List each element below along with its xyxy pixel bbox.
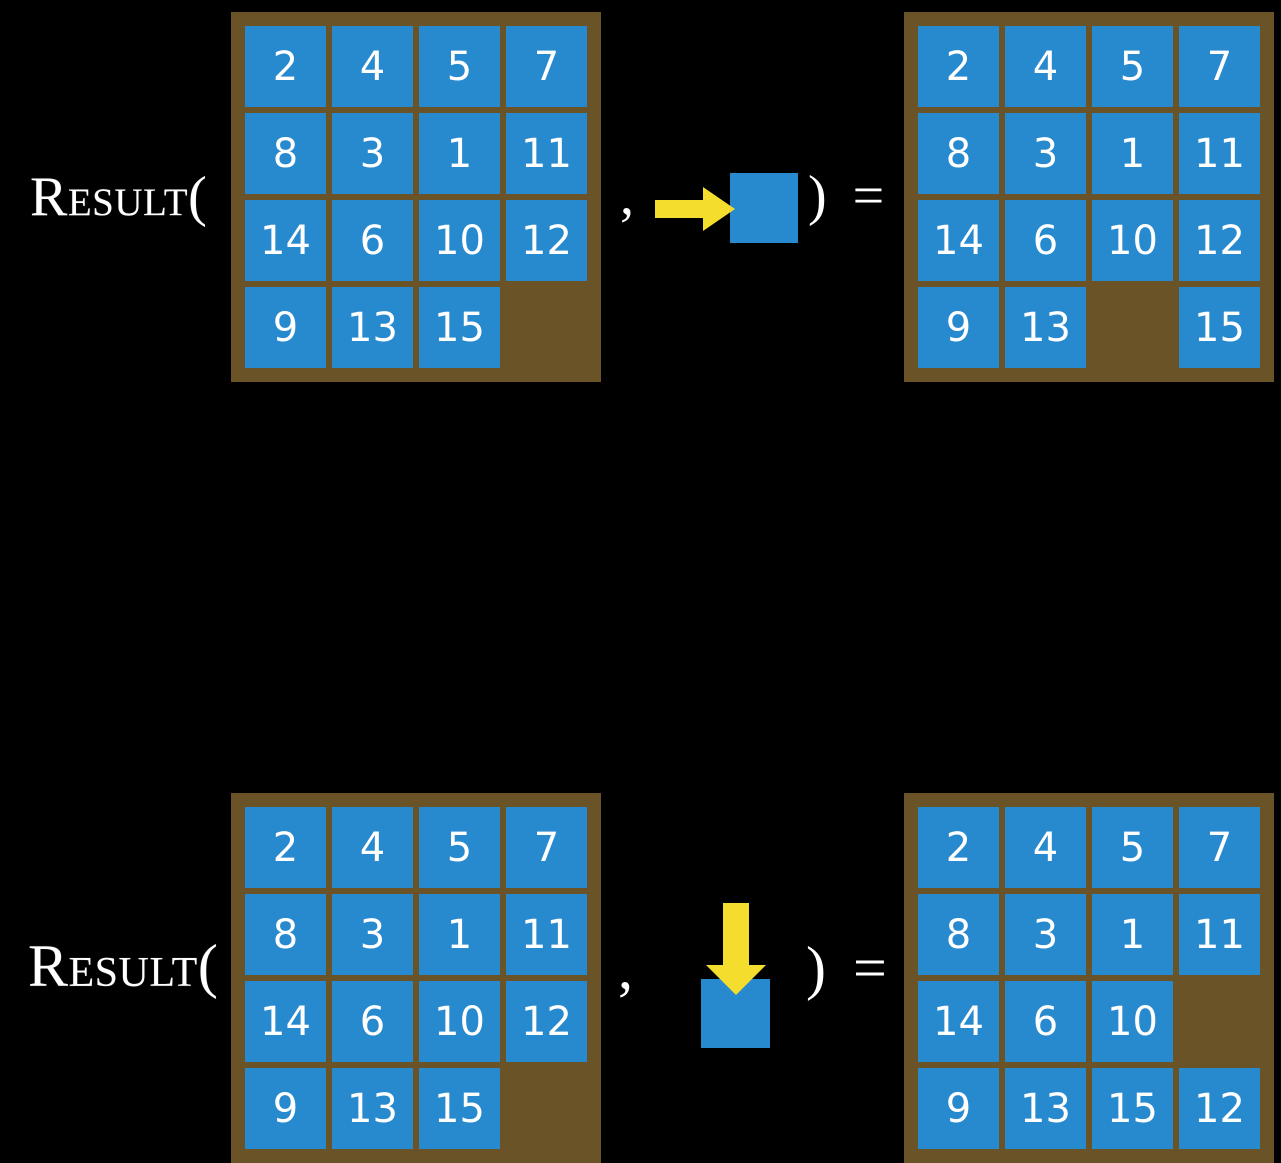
puzzle-tile[interactable]: 14 [245,200,326,281]
puzzle-tile[interactable]: 5 [419,807,500,888]
puzzle-tile[interactable]: 12 [506,981,587,1062]
puzzle-tile[interactable]: 15 [419,287,500,368]
close-paren-equals: ) = [808,165,891,227]
puzzle-tile[interactable]: 12 [1179,200,1260,281]
puzzle-tile[interactable]: 9 [918,287,999,368]
puzzle-tile[interactable]: 15 [419,1068,500,1149]
puzzle-tile[interactable]: 10 [419,200,500,281]
puzzle-tile[interactable]: 8 [245,113,326,194]
puzzle-tile[interactable]: 7 [506,807,587,888]
result-function-label: Result( [30,166,208,228]
close-paren-equals: ) = [806,935,893,1001]
puzzle-tile[interactable]: 5 [1092,26,1173,107]
puzzle-tile[interactable]: 4 [332,26,413,107]
puzzle-tile[interactable]: 3 [1005,113,1086,194]
puzzle-blank-cell [1092,287,1173,368]
puzzle-tile[interactable]: 7 [1179,807,1260,888]
puzzle-tile[interactable]: 14 [918,200,999,281]
puzzle-tile[interactable]: 1 [1092,113,1173,194]
puzzle-tile[interactable]: 3 [1005,894,1086,975]
puzzle-tile[interactable]: 4 [1005,26,1086,107]
puzzle-tile[interactable]: 11 [1179,894,1260,975]
arrow-right-icon [655,187,735,231]
puzzle-tile[interactable]: 5 [419,26,500,107]
puzzle-tile[interactable]: 7 [506,26,587,107]
puzzle-tile[interactable]: 2 [245,26,326,107]
argument-separator-comma: , [618,935,633,1001]
puzzle-tile[interactable]: 3 [332,113,413,194]
puzzle-blank-cell [506,287,587,368]
puzzle-tile[interactable]: 2 [918,26,999,107]
puzzle-tile[interactable]: 8 [918,113,999,194]
puzzle-tile[interactable]: 5 [1092,807,1173,888]
puzzle-tile[interactable]: 15 [1179,287,1260,368]
puzzle-tile[interactable]: 2 [245,807,326,888]
puzzle-tile[interactable]: 10 [419,981,500,1062]
argument-separator-comma: , [620,165,634,227]
puzzle-tile[interactable]: 11 [1179,113,1260,194]
puzzle-tile[interactable]: 6 [332,200,413,281]
puzzle-tile[interactable]: 1 [1092,894,1173,975]
puzzle-tile[interactable]: 11 [506,113,587,194]
operand-tile [730,173,798,243]
puzzle-tile[interactable]: 14 [245,981,326,1062]
puzzle-tile[interactable]: 1 [419,113,500,194]
puzzle-tile[interactable]: 10 [1092,200,1173,281]
puzzle-tile[interactable]: 9 [245,1068,326,1149]
action-operand-right [655,165,805,255]
puzzle-tile[interactable]: 9 [918,1068,999,1149]
puzzle-tile[interactable]: 15 [1092,1068,1173,1149]
puzzle-tile[interactable]: 9 [245,287,326,368]
puzzle-tile[interactable]: 7 [1179,26,1260,107]
puzzle-tile[interactable]: 10 [1092,981,1173,1062]
puzzle-tile[interactable]: 6 [332,981,413,1062]
action-operand-down [655,895,805,1060]
puzzle-tile[interactable]: 13 [1005,1068,1086,1149]
puzzle-tile[interactable]: 2 [918,807,999,888]
puzzle-tile[interactable]: 13 [332,287,413,368]
puzzle-tile[interactable]: 6 [1005,200,1086,281]
puzzle-tile[interactable]: 1 [419,894,500,975]
puzzle-tile[interactable]: 4 [1005,807,1086,888]
puzzle-tile[interactable]: 4 [332,807,413,888]
puzzle-tile[interactable]: 12 [1179,1068,1260,1149]
puzzle-tile[interactable]: 12 [506,200,587,281]
result-function-label: Result( [28,933,219,999]
puzzle-tile[interactable]: 11 [506,894,587,975]
puzzle-tile[interactable]: 14 [918,981,999,1062]
puzzle-tile[interactable]: 13 [332,1068,413,1149]
puzzle-tile[interactable]: 8 [245,894,326,975]
puzzle-tile[interactable]: 8 [918,894,999,975]
puzzle-blank-cell [1179,981,1260,1062]
puzzle-blank-cell [506,1068,587,1149]
puzzle-tile[interactable]: 6 [1005,981,1086,1062]
arrow-down-icon [706,903,766,995]
puzzle-tile[interactable]: 3 [332,894,413,975]
puzzle-tile[interactable]: 13 [1005,287,1086,368]
